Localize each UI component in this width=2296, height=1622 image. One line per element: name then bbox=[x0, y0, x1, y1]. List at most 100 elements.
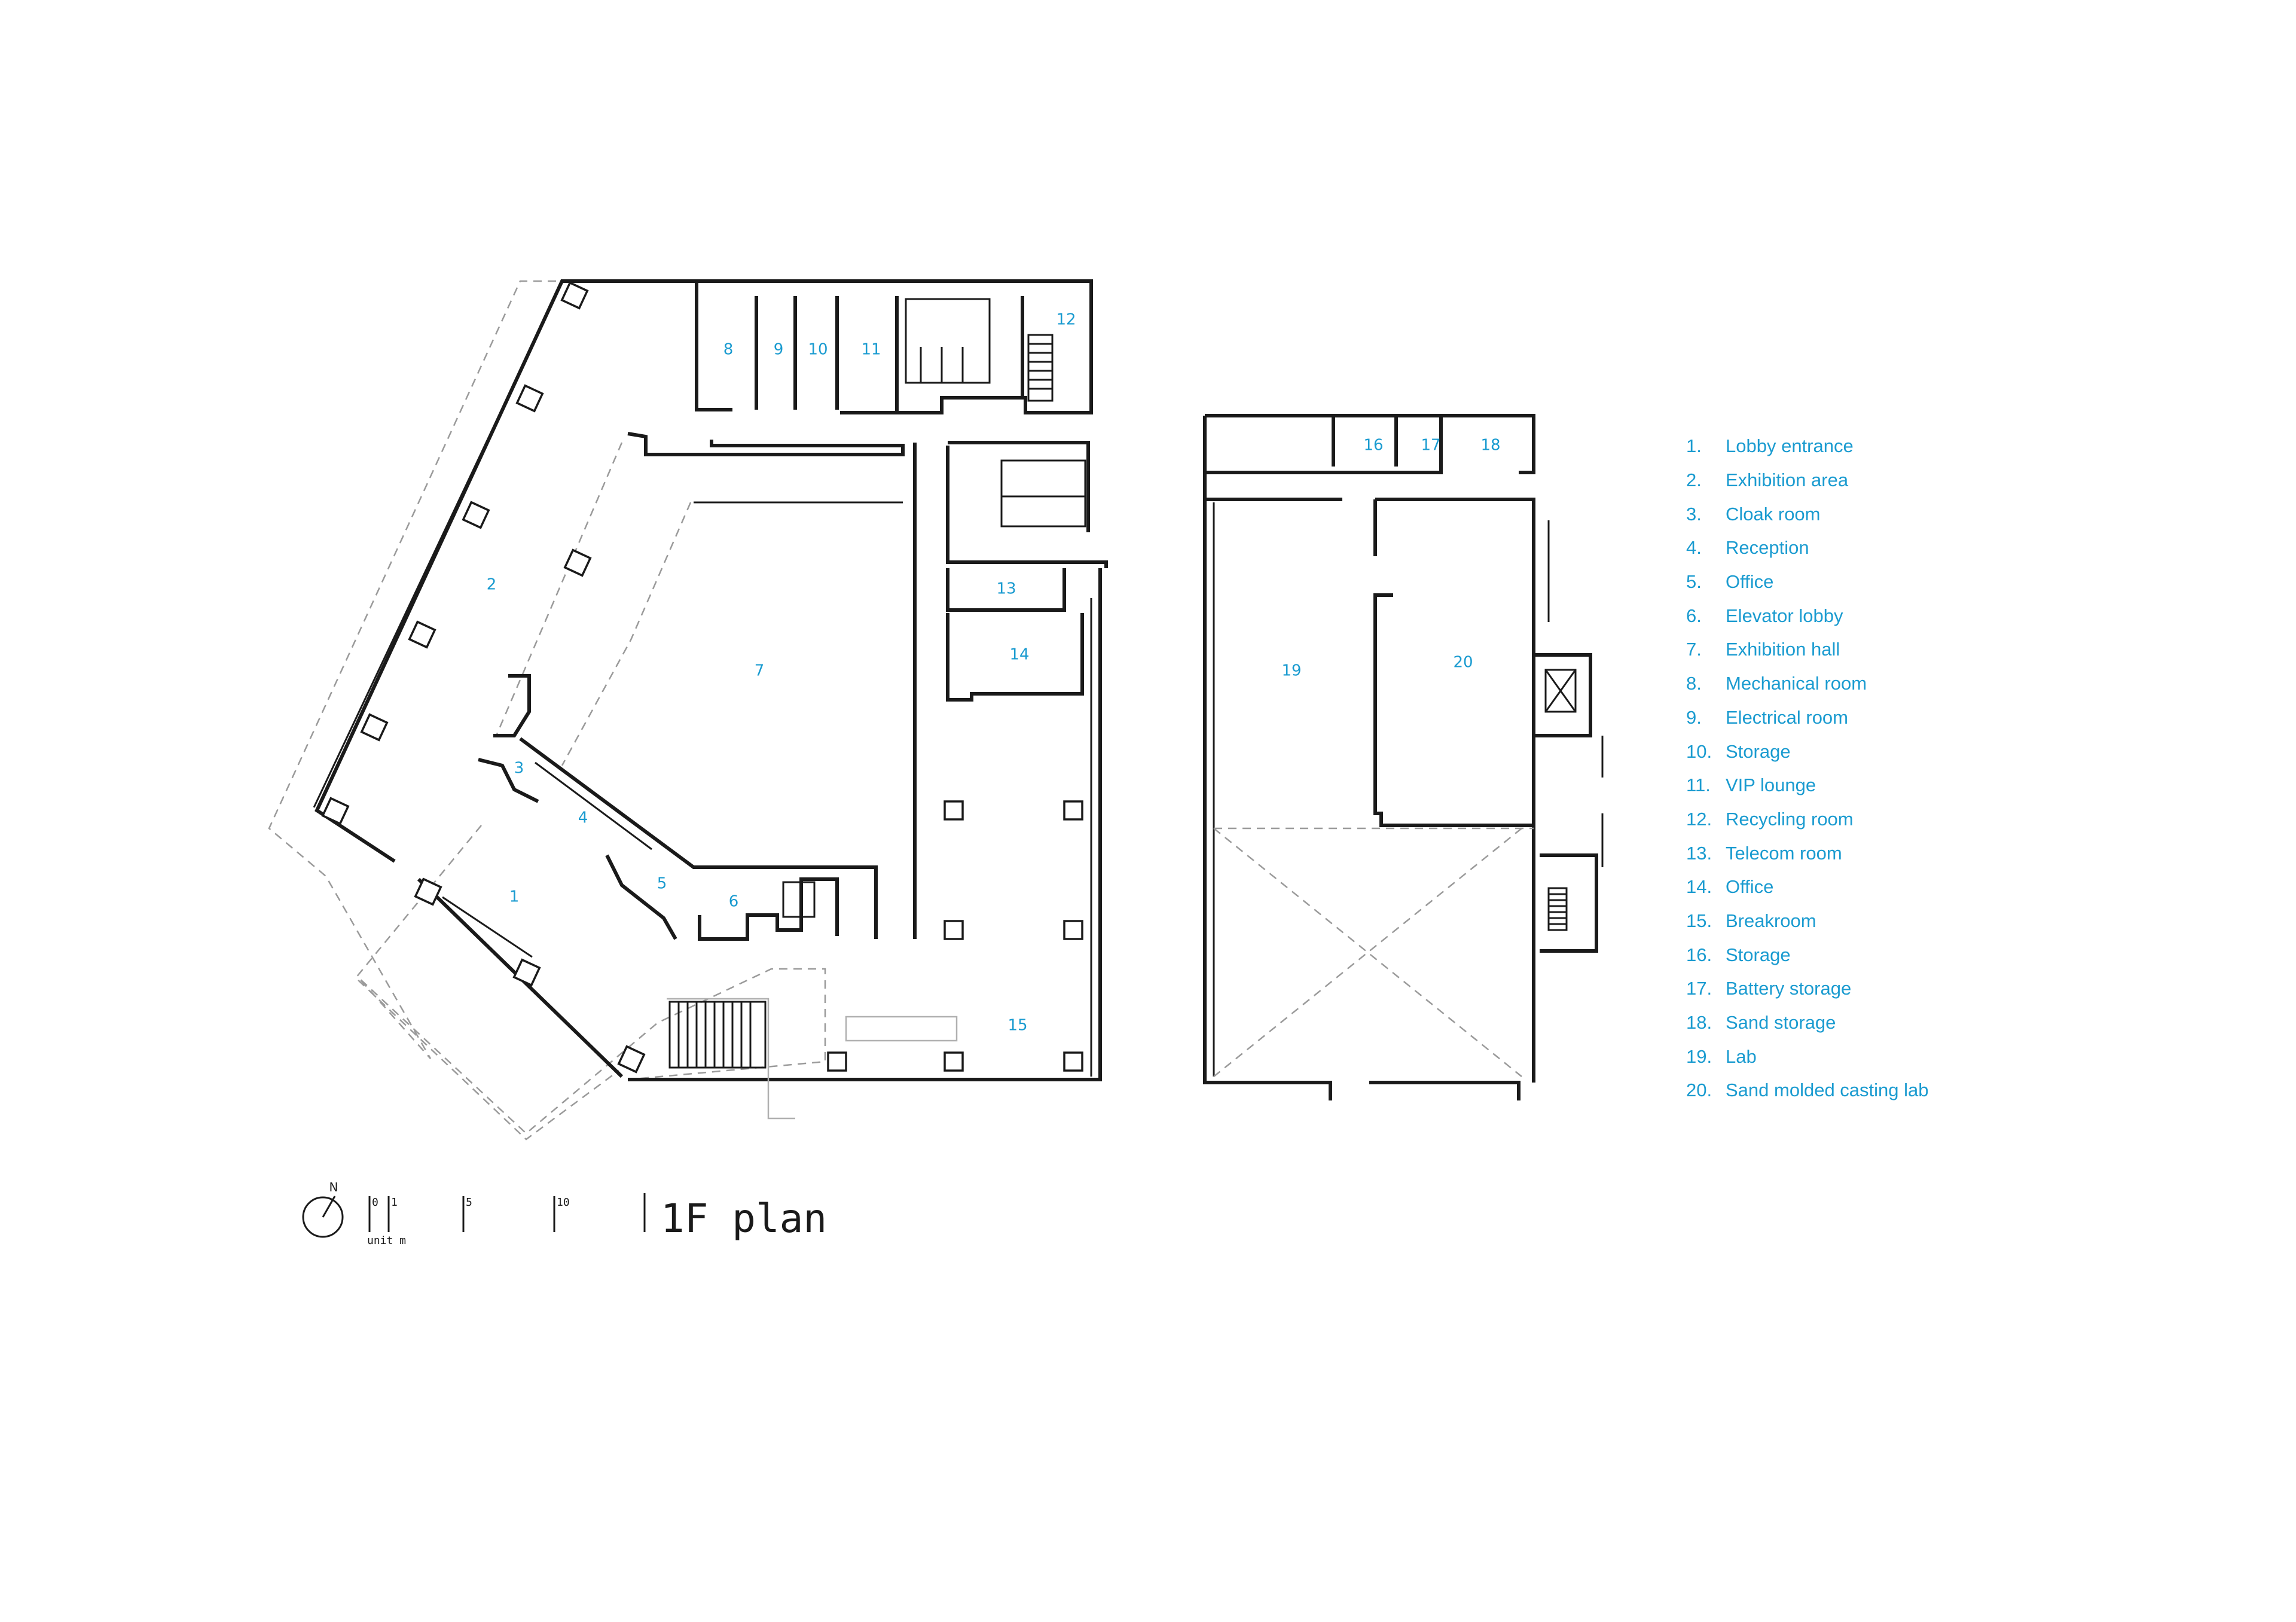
right-building bbox=[1203, 414, 1604, 1100]
room-label-2: 2 bbox=[487, 576, 497, 594]
legend-item: 11.VIP lounge bbox=[1686, 769, 1929, 803]
scale-tick-10: 10 bbox=[557, 1196, 570, 1209]
legend-number: 3. bbox=[1686, 503, 1702, 525]
east-stalls bbox=[1000, 495, 1086, 528]
legend-item: 20. Sand molded casting lab bbox=[1686, 1074, 1929, 1108]
legend-number: 5. bbox=[1686, 571, 1702, 593]
scale-tick-1: 1 bbox=[391, 1196, 398, 1209]
lab-south-wall bbox=[1369, 1081, 1521, 1100]
legend-item: 4.Reception bbox=[1686, 531, 1929, 565]
legend-item: 8. Mechanical room bbox=[1686, 667, 1929, 701]
room-label-6: 6 bbox=[729, 893, 739, 911]
room-label-3: 3 bbox=[514, 760, 524, 778]
east-restroom bbox=[1000, 459, 1086, 498]
legend-item: 15. Breakroom bbox=[1686, 904, 1929, 938]
inner-ring-wall bbox=[627, 432, 905, 456]
canopy-outline bbox=[268, 280, 826, 1135]
legend-name: Cloak room bbox=[1726, 503, 1821, 525]
structural-columns-left bbox=[321, 281, 1083, 1074]
scale-tick-5: 5 bbox=[466, 1196, 472, 1209]
lab-elevator bbox=[1544, 669, 1577, 713]
legend-number: 15. bbox=[1686, 910, 1712, 931]
legend-name: Sand molded casting lab bbox=[1726, 1080, 1929, 1101]
legend-name: Sand storage bbox=[1726, 1012, 1836, 1033]
elevator-lobby-wall bbox=[698, 877, 839, 941]
room-label-19: 19 bbox=[1281, 662, 1301, 680]
left-building bbox=[268, 279, 1108, 1141]
legend-item: 18. Sand storage bbox=[1686, 1006, 1929, 1040]
exhibition-outer-wall bbox=[315, 279, 700, 863]
east-wing-top bbox=[946, 446, 1108, 568]
legend-number: 10. bbox=[1686, 740, 1712, 762]
lobby-glazing bbox=[442, 896, 533, 958]
east-wing-outer bbox=[948, 441, 1090, 532]
room-number-labels: 1 2 3 4 5 6 7 8 9 10 11 12 13 14 15 16 1… bbox=[487, 311, 1501, 1035]
lab-north-rooms bbox=[1205, 416, 1443, 474]
legend-number: 18. bbox=[1686, 1012, 1712, 1033]
elevator-core bbox=[1534, 653, 1592, 737]
legend-item: 19.Lab bbox=[1686, 1039, 1929, 1074]
legend-name: Elevator lobby bbox=[1726, 605, 1843, 626]
lab-west-wall bbox=[1203, 416, 1332, 1100]
room-label-20: 20 bbox=[1453, 654, 1473, 672]
room-label-9: 9 bbox=[774, 341, 784, 359]
legend-item: 7.Exhibition hall bbox=[1686, 633, 1929, 667]
legend-name: Storage bbox=[1726, 944, 1791, 965]
room-label-1: 1 bbox=[509, 888, 520, 906]
legend-name: Storage bbox=[1726, 740, 1791, 762]
core-wall-left bbox=[493, 674, 531, 737]
service-block-outer bbox=[697, 279, 1093, 414]
scale-unit-label: unit m bbox=[367, 1234, 406, 1247]
legend-item: 1.Lobby entrance bbox=[1686, 429, 1929, 464]
room-label-7: 7 bbox=[755, 662, 765, 680]
restroom-block bbox=[905, 298, 991, 384]
legend-name: Reception bbox=[1726, 537, 1809, 559]
legend-name: Office bbox=[1726, 571, 1774, 593]
legend-name: Telecom room bbox=[1726, 842, 1842, 864]
plan-title-group: 1F plan bbox=[643, 1193, 827, 1242]
room-label-14: 14 bbox=[1009, 646, 1029, 664]
legend-name: Recycling room bbox=[1726, 808, 1854, 830]
casting-lab-wall bbox=[1373, 498, 1535, 827]
room-label-13: 13 bbox=[996, 580, 1016, 598]
entrance-stairs bbox=[668, 1001, 767, 1069]
service-block-left bbox=[695, 281, 732, 411]
exhibition-outer-glazing bbox=[313, 288, 560, 808]
legend-number: 7. bbox=[1686, 639, 1702, 660]
room-label-8: 8 bbox=[723, 341, 734, 359]
legend-name: Office bbox=[1726, 876, 1774, 898]
legend-number: 12. bbox=[1686, 808, 1712, 830]
legend-name: Exhibition area bbox=[1726, 469, 1849, 491]
legend-name: Mechanical room bbox=[1726, 673, 1867, 694]
legend-name: Breakroom bbox=[1726, 910, 1816, 931]
legend-number: 2. bbox=[1686, 469, 1702, 491]
legend-number: 6. bbox=[1686, 605, 1702, 626]
legend-number: 17. bbox=[1686, 978, 1712, 999]
legend-number: 11. bbox=[1686, 775, 1711, 796]
room-label-10: 10 bbox=[808, 341, 828, 359]
inner-ring-dash bbox=[495, 442, 623, 736]
legend-number: 16. bbox=[1686, 944, 1712, 965]
room-legend: 1.Lobby entrance 2. Exhibition area 3. Clo… bbox=[1686, 429, 1929, 1108]
legend-number: 14. bbox=[1686, 876, 1712, 898]
legend-number: 8. bbox=[1686, 673, 1702, 694]
room-label-4: 4 bbox=[578, 809, 588, 827]
office-14-wall bbox=[946, 613, 1084, 702]
legend-item: 2. Exhibition area bbox=[1686, 464, 1929, 498]
legend-number: 20. bbox=[1686, 1080, 1712, 1101]
reception-counter bbox=[535, 761, 652, 850]
legend-name: Lab bbox=[1726, 1045, 1757, 1067]
entrance-stair-outline bbox=[667, 998, 795, 1120]
scale-bar: 0 1 5 10 unit m bbox=[367, 1196, 570, 1247]
legend-item: 12. Recycling room bbox=[1686, 803, 1929, 837]
east-wing-outer-lower bbox=[628, 568, 1102, 1081]
north-label: N bbox=[329, 1180, 338, 1194]
legend-item: 14. Office bbox=[1686, 870, 1929, 904]
stair-12 bbox=[1027, 334, 1054, 402]
legend-item: 6. Elevator lobby bbox=[1686, 599, 1929, 633]
room-label-17: 17 bbox=[1421, 437, 1440, 455]
elevator-shaft bbox=[782, 881, 816, 918]
cloak-wall bbox=[478, 758, 539, 803]
breakroom-counter bbox=[845, 1016, 958, 1042]
